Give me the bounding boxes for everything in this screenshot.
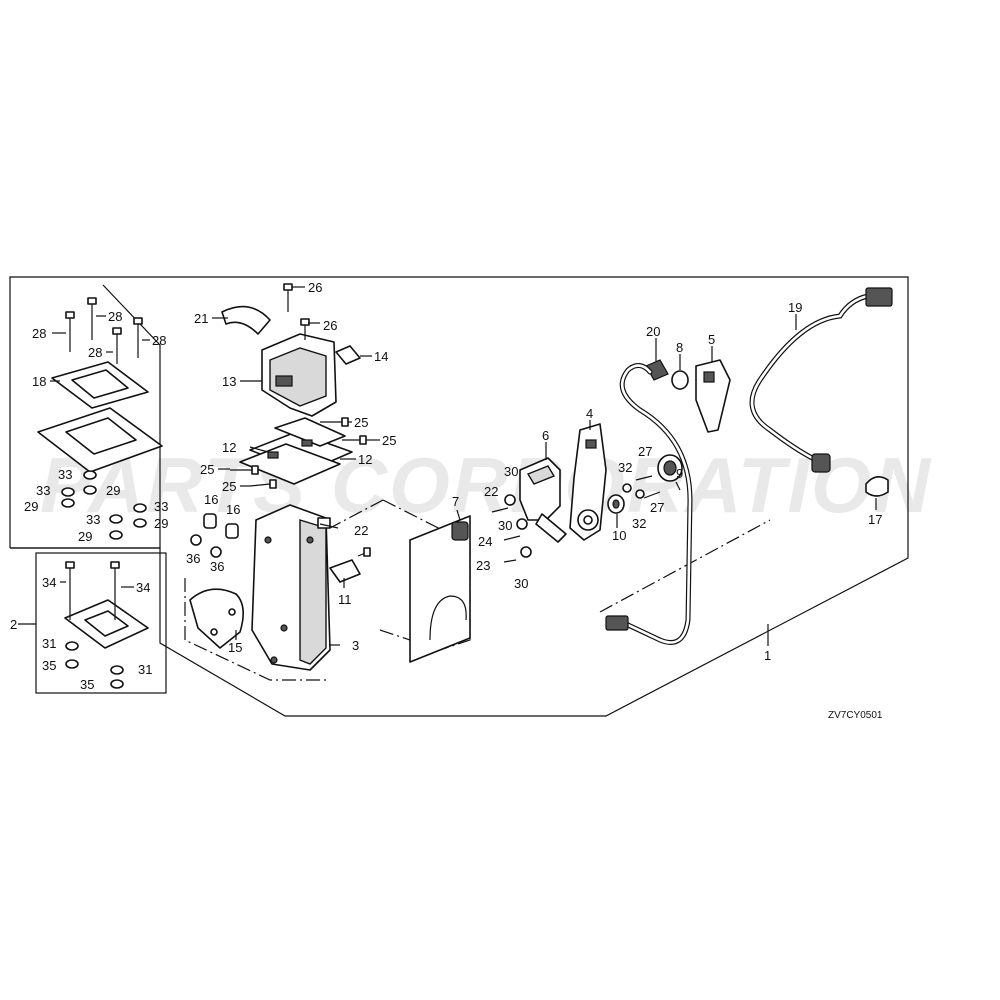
- label-29b: 29: [24, 499, 38, 514]
- grommet-8: [671, 370, 689, 390]
- label-3: 3: [352, 638, 359, 653]
- label-18: 18: [32, 374, 46, 389]
- lever-cap-7: [451, 521, 469, 541]
- label-6: 6: [542, 428, 549, 443]
- label-16a: 16: [204, 492, 218, 507]
- label-30c: 30: [514, 576, 528, 591]
- label-34b: 34: [136, 580, 150, 595]
- label-34a: 34: [42, 575, 56, 590]
- label-28b: 28: [108, 309, 122, 324]
- label-26a: 26: [308, 280, 322, 295]
- label-36b: 36: [210, 559, 224, 574]
- label-32a: 32: [618, 460, 632, 475]
- label-9: 9: [676, 466, 683, 481]
- cable-19: [749, 287, 893, 473]
- switch-cover-5: [695, 359, 731, 433]
- screws-27-32: [622, 475, 661, 499]
- label-25b: 25: [382, 433, 396, 448]
- label-26b: 26: [323, 318, 337, 333]
- clip-14: [335, 345, 361, 365]
- kit-boundary: [9, 276, 909, 717]
- label-29c: 29: [154, 516, 168, 531]
- arm-6: [519, 457, 567, 543]
- label-25c: 25: [200, 462, 214, 477]
- label-28c: 28: [88, 345, 102, 360]
- label-25a: 25: [354, 415, 368, 430]
- label-23: 23: [476, 558, 490, 573]
- clamp-11: [329, 547, 371, 583]
- label-36a: 36: [186, 551, 200, 566]
- label-27b: 27: [650, 500, 664, 515]
- upper-housing-13: [261, 283, 337, 417]
- label-31b: 31: [138, 662, 152, 677]
- remote-housing-3: [251, 504, 331, 671]
- label-8: 8: [676, 340, 683, 355]
- label-7: 7: [452, 494, 459, 509]
- label-33d: 33: [86, 512, 100, 527]
- spacer-kit-box: [35, 552, 167, 694]
- mount-plate-18: [37, 361, 163, 473]
- gasket-plate: [409, 515, 471, 663]
- label-2: 2: [10, 617, 17, 632]
- label-13: 13: [222, 374, 236, 389]
- nuts-washers-29-33: [61, 470, 147, 540]
- label-12a: 12: [222, 440, 236, 455]
- label-25d: 25: [222, 479, 236, 494]
- knob-9: [657, 454, 683, 482]
- brackets-12: [239, 417, 353, 485]
- label-14: 14: [374, 349, 388, 364]
- label-17: 17: [868, 512, 882, 527]
- label-30a: 30: [504, 464, 518, 479]
- label-28d: 28: [152, 333, 166, 348]
- label-22b: 22: [484, 484, 498, 499]
- cap-17: [865, 476, 889, 497]
- screws-25: [230, 417, 367, 489]
- label-35b: 35: [80, 677, 94, 692]
- label-29d: 29: [78, 529, 92, 544]
- part-number-labels: 26 26 21 14 13 25 25 25 25 12 12 28 28 2…: [10, 280, 882, 692]
- bolt-22-center: [319, 523, 339, 529]
- label-33a: 33: [58, 467, 72, 482]
- label-33b: 33: [36, 483, 50, 498]
- small-screws-left: [491, 494, 532, 563]
- label-31a: 31: [42, 636, 56, 651]
- trim-switch-20: [605, 359, 693, 645]
- label-28a: 28: [32, 326, 46, 341]
- label-29a: 29: [106, 483, 120, 498]
- label-20: 20: [646, 324, 660, 339]
- label-12b: 12: [358, 452, 372, 467]
- watermark-text: PARTS CORPORATION: [40, 441, 932, 529]
- label-21: 21: [194, 311, 208, 326]
- label-15: 15: [228, 640, 242, 655]
- label-1: 1: [764, 648, 771, 663]
- bolts-28: [65, 297, 143, 364]
- washer-10: [607, 494, 625, 514]
- grommets-16-36: [190, 513, 239, 558]
- label-30b: 30: [498, 518, 512, 533]
- label-19: 19: [788, 300, 802, 315]
- lever-arm-4: [569, 423, 607, 541]
- label-22a: 22: [354, 523, 368, 538]
- diagram-reference-code: ZV7CY0501: [828, 710, 883, 721]
- label-27a: 27: [638, 444, 652, 459]
- label-11: 11: [338, 592, 352, 607]
- label-32b: 32: [632, 516, 646, 531]
- label-16b: 16: [226, 502, 240, 517]
- label-35a: 35: [42, 658, 56, 673]
- label-33c: 33: [154, 499, 168, 514]
- gasket-15: [189, 588, 244, 649]
- label-leaders: [18, 286, 877, 646]
- label-4: 4: [586, 406, 593, 421]
- spacer-block: [64, 561, 149, 689]
- cover-21: [221, 305, 271, 335]
- label-24: 24: [478, 534, 492, 549]
- label-10: 10: [612, 528, 626, 543]
- label-5: 5: [708, 332, 715, 347]
